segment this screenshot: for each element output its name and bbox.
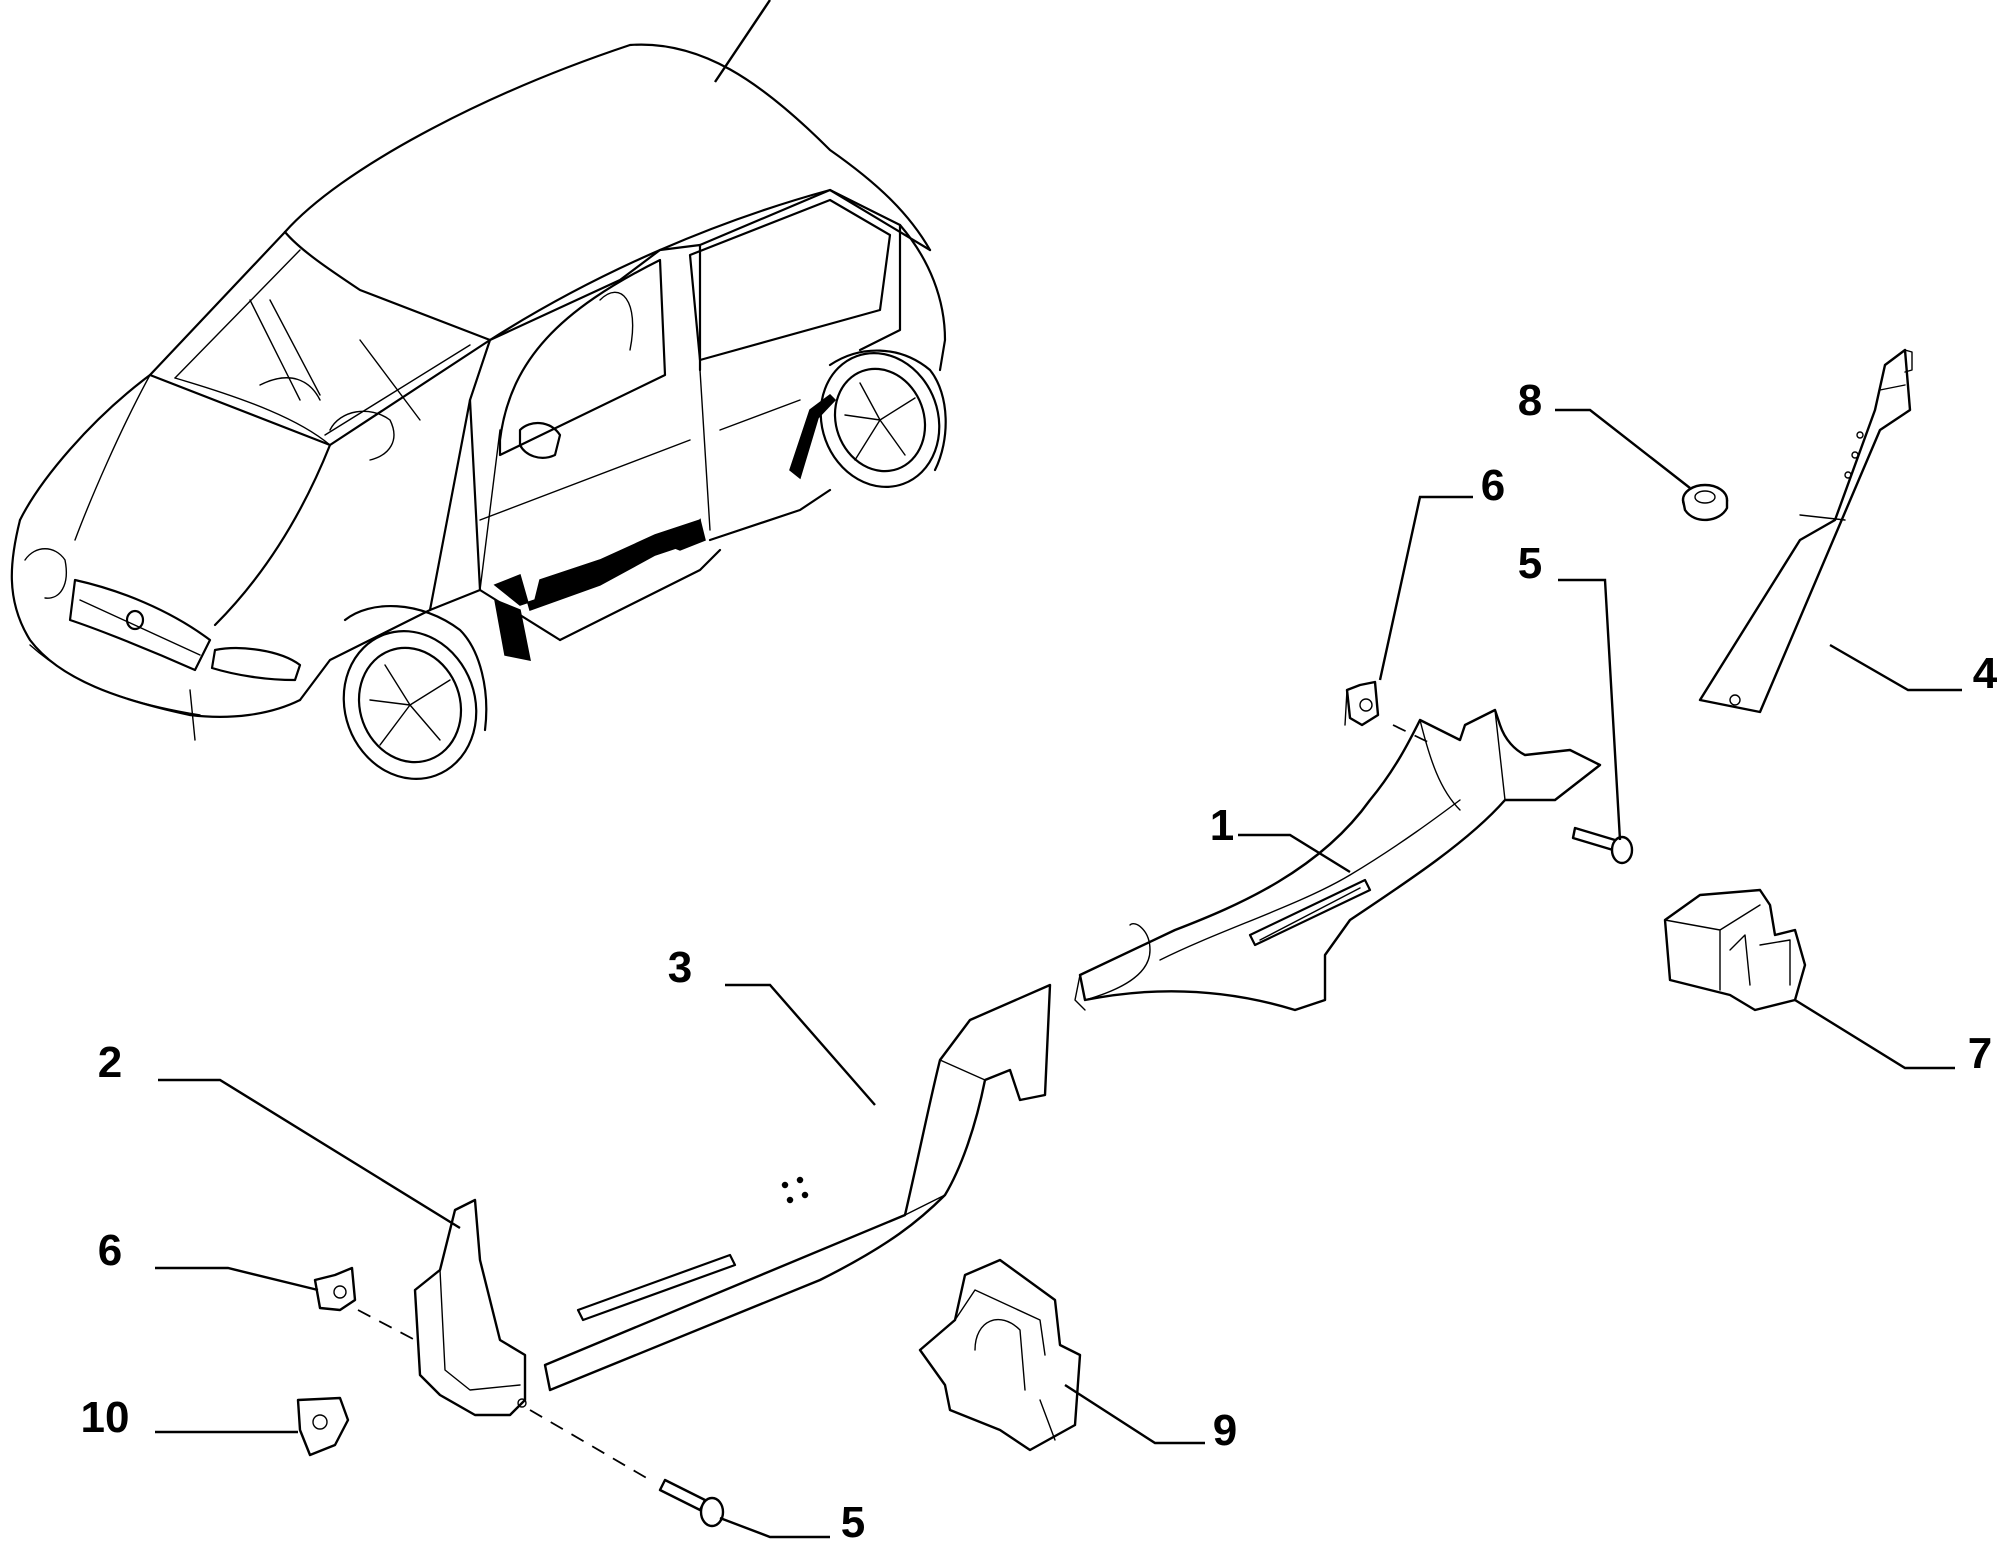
part-9-bracket xyxy=(918,1258,1082,1452)
callout-label: 6 xyxy=(98,1226,122,1275)
callout-label: 5 xyxy=(1518,539,1542,588)
leader-lines xyxy=(155,408,1962,1539)
part-1-sill-trim xyxy=(1074,708,1602,1012)
part-3-sill-strip xyxy=(543,983,1052,1392)
callout-label: 1 xyxy=(1210,801,1234,850)
part-2-end-piece xyxy=(413,1198,527,1417)
callout-label: 8 xyxy=(1518,376,1542,425)
callout-label: 5 xyxy=(841,1498,865,1543)
part-7-bracket xyxy=(1663,888,1807,1012)
part-5-screw-lower xyxy=(658,1478,725,1528)
callout-label: 10 xyxy=(81,1393,130,1442)
callout-label: 3 xyxy=(668,943,692,992)
part-4-pillar-trim xyxy=(1698,348,1913,714)
assembly-line xyxy=(529,1409,651,1481)
callout-label: 2 xyxy=(98,1038,122,1087)
callout-label: 4 xyxy=(1973,649,1998,698)
callout-label: 7 xyxy=(1968,1029,1992,1078)
part-6-clip-upper xyxy=(1344,680,1380,727)
part-6-clip-lower xyxy=(313,1266,357,1312)
part-8-cap xyxy=(1681,483,1729,522)
assembly-line xyxy=(1392,724,1431,744)
callout-label: 9 xyxy=(1213,1406,1237,1455)
assembly-line xyxy=(357,1309,416,1341)
part-5-screw-upper xyxy=(1571,826,1634,865)
callout-label: 6 xyxy=(1481,461,1505,510)
car-illustration xyxy=(10,0,947,781)
part-10-clip xyxy=(296,1396,350,1457)
